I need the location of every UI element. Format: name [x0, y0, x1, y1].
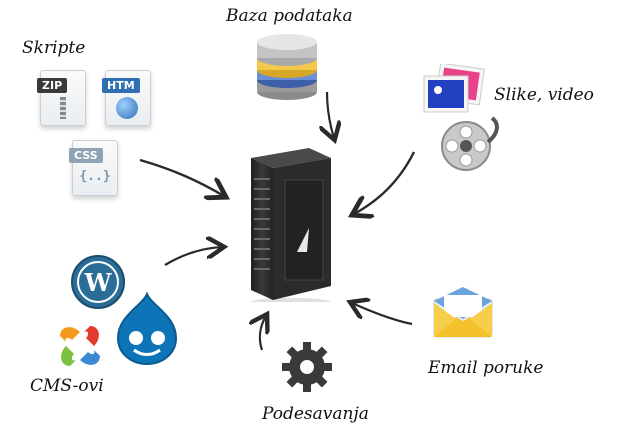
database-icon [257, 34, 317, 100]
gear-icon [280, 340, 334, 394]
arrow-email [352, 303, 413, 326]
svg-text:W: W [84, 268, 113, 297]
arrow-settings [260, 316, 266, 351]
wordpress-logo: W [70, 254, 126, 310]
settings-label: Podesavanja [262, 404, 369, 424]
cms-label: CMS-ovi [30, 376, 104, 396]
css-file-body: {..} [79, 169, 111, 184]
html-file-text: HTM [102, 78, 140, 93]
arrow-media [354, 151, 416, 214]
database-node [254, 32, 320, 102]
email-label: Email poruke [428, 358, 544, 378]
arrow-database [327, 91, 334, 138]
css-file-icon: CSS {..} [69, 140, 118, 196]
joomla-logo [52, 318, 108, 374]
envelope-icon [432, 285, 494, 339]
arrow-cms [164, 247, 222, 266]
server-rack [239, 146, 335, 302]
drupal-logo [112, 292, 182, 368]
globe-icon [116, 97, 138, 119]
film-reel-icon [438, 114, 506, 174]
scripts-label: Skripte [22, 38, 86, 58]
media-label: Slike, video [494, 85, 594, 105]
photo-icon [420, 64, 486, 116]
css-file-text: CSS [69, 148, 103, 163]
arrow-scripts [139, 158, 224, 196]
html-file-icon: HTM [102, 70, 151, 126]
zip-file-icon: ZIP [37, 70, 86, 126]
zip-file-text: ZIP [37, 78, 68, 93]
database-label: Baza podataka [226, 6, 353, 26]
server-rack-icon [251, 148, 331, 302]
